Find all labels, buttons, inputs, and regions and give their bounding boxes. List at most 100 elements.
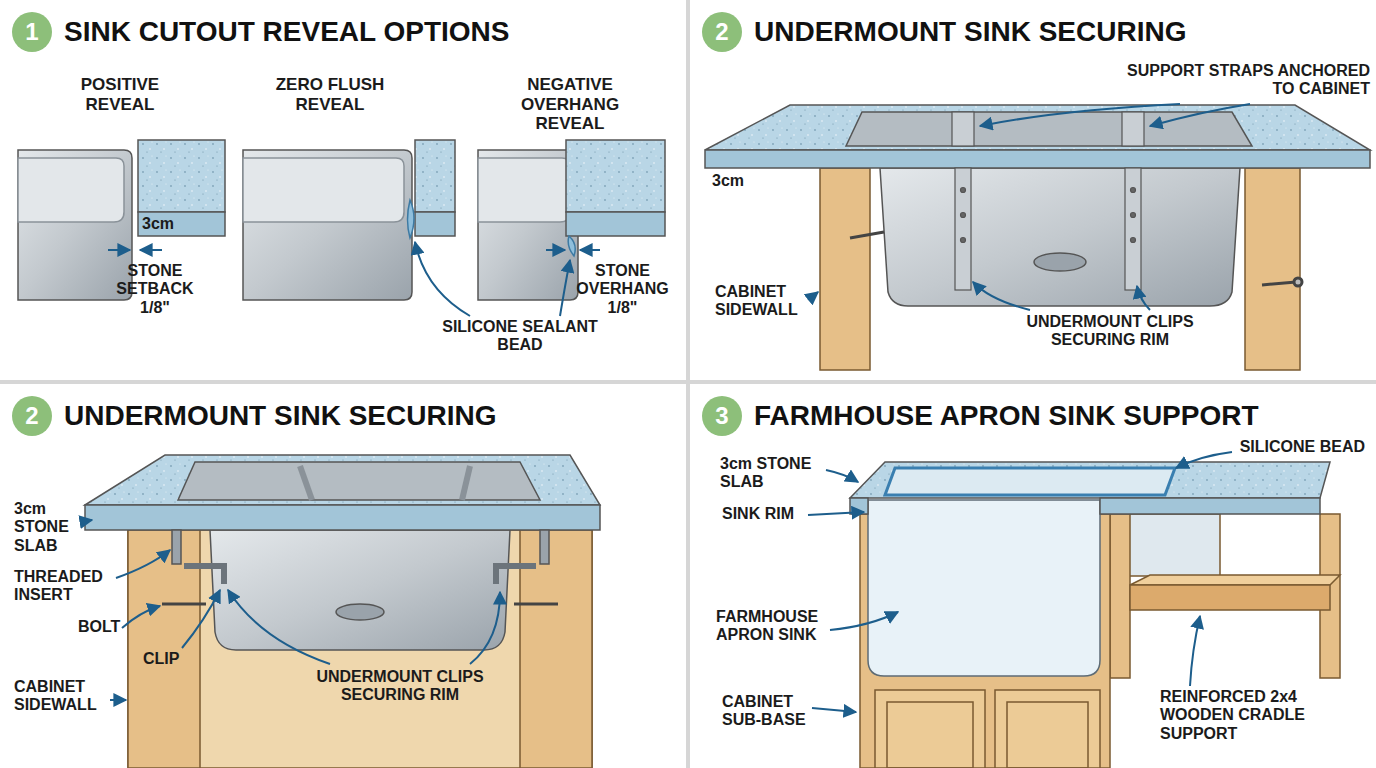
leader-lines-part (1176, 452, 1232, 468)
part-label: 3cm STONE SLAB (720, 455, 825, 492)
part-label: 3cm STONE SLAB (14, 500, 80, 555)
leader-lines-part (808, 512, 864, 515)
clips-and-bolts-part (162, 603, 206, 606)
part-label: BOLT (78, 618, 122, 636)
callout-number: 2 (12, 396, 52, 436)
cabinet-part (128, 530, 592, 768)
support-straps (952, 112, 1144, 290)
callout-number-text: 2 (12, 396, 52, 436)
part-label: ZERO FLUSH REVEAL (245, 75, 415, 114)
positive-reveal-section-part (18, 150, 132, 300)
leader-lines-part (1150, 104, 1250, 126)
clips-and-bolts (162, 466, 558, 604)
part-label: THREADED INSERT (14, 568, 124, 605)
leader-lines (808, 104, 1250, 310)
countertop-slab-part (85, 455, 600, 505)
clips-and-bolts-part (514, 603, 558, 606)
countertop-slab (705, 105, 1370, 168)
panel-grounds-part (690, 384, 1376, 768)
callout-number: 1 (12, 12, 52, 52)
support-straps-part (961, 188, 966, 193)
cradle-frame-part (1110, 514, 1130, 678)
leader-lines-part (470, 592, 500, 664)
callout-number: 2 (702, 12, 742, 52)
panel-heading: UNDERMOUNT SINK SECURING (64, 400, 496, 432)
screws (850, 232, 1302, 286)
part-label: NEGATIVE OVERHANG REVEAL (495, 75, 645, 134)
callout-number-text: 2 (702, 12, 742, 52)
zero-flush-section (243, 140, 455, 300)
countertop-slab-part (1100, 498, 1320, 514)
leader-lines (808, 452, 1232, 712)
undermount-sink-part (880, 168, 1240, 306)
leader-lines-part (228, 590, 330, 664)
callout-number: 3 (702, 396, 742, 436)
countertop-slab-part (885, 468, 1175, 495)
part-label: UNDERMOUNT CLIPS SECURING RIM (290, 668, 510, 705)
panel-heading: SINK CUTOUT REVEAL OPTIONS (64, 16, 509, 48)
negative-overhang-section-part (566, 140, 665, 212)
part-label: CABINET SUB-BASE (722, 693, 822, 730)
countertop-slab (850, 462, 1330, 514)
leader-lines-part (808, 292, 818, 300)
leader-lines-part (560, 260, 570, 316)
cabinet-walls-part (820, 168, 870, 370)
cabinet (128, 530, 592, 768)
farmhouse-sink (868, 500, 1100, 676)
countertop-slab-part (846, 112, 1252, 146)
cabinet-walls (820, 168, 1300, 370)
zero-flush-section-part (243, 158, 404, 222)
part-label: POSITIVE REVEAL (45, 75, 195, 114)
zero-flush-section-part (243, 150, 412, 300)
zero-flush-section-part (415, 212, 455, 236)
part-label: CLIP (143, 650, 187, 668)
negative-overhang-section-part (478, 150, 578, 300)
clips-and-bolts-part (462, 466, 470, 500)
leader-lines-part (830, 612, 898, 630)
leader-lines-part (80, 520, 92, 522)
leader-lines-part (140, 249, 162, 251)
support-straps-part (1131, 213, 1136, 218)
positive-reveal-section-part (18, 158, 124, 222)
panel-heading: FARMHOUSE APRON SINK SUPPORT (754, 400, 1259, 432)
leader-lines-part (122, 606, 160, 628)
support-straps-part (955, 168, 971, 290)
leader-lines-part (1137, 286, 1150, 310)
leader-lines-part (826, 470, 858, 482)
leader-lines-part (110, 699, 126, 701)
negative-overhang-section-part (568, 236, 575, 256)
cradle-frame-part (1130, 585, 1330, 610)
undermount-sink-part (210, 530, 510, 650)
panel-grounds-part (0, 0, 686, 380)
screws-part (1294, 278, 1302, 286)
undermount-sink-part (336, 604, 384, 620)
part-label: SILICONE BEAD (1180, 438, 1365, 456)
cabinet-sub-base-part (875, 690, 985, 768)
farmhouse-sink-part (868, 500, 1100, 676)
part-label: SUPPORT STRAPS ANCHORED TO CABINET (1120, 62, 1370, 99)
leader-lines-part (980, 104, 1180, 126)
panel-grounds-part (690, 0, 1376, 380)
countertop-slab-part (705, 105, 1370, 150)
part-label: STONE OVERHANG 1/8" (565, 262, 680, 317)
leader-lines-part (182, 590, 220, 648)
support-straps-part (1125, 168, 1141, 290)
panel-grounds-part (0, 384, 686, 768)
support-straps-part (1131, 188, 1136, 193)
part-label: SILICONE SEALANT BEAD (440, 318, 600, 355)
part-label: REINFORCED 2x4 WOODEN CRADLE SUPPORT (1160, 688, 1360, 743)
part-label: FARMHOUSE APRON SINK (716, 608, 841, 645)
undermount-sink-part (1034, 253, 1086, 271)
countertop-slab-part (850, 462, 1330, 498)
negative-overhang-section-part (566, 212, 665, 236)
leader-lines-part (580, 249, 600, 251)
leader-lines-part (108, 249, 130, 251)
cradle-frame-part (1130, 575, 1340, 585)
support-straps-part (961, 213, 966, 218)
positive-reveal-section-part (138, 212, 225, 236)
leader-lines-part (812, 708, 856, 712)
support-straps-part (1131, 238, 1136, 243)
support-straps-part (1122, 112, 1144, 146)
countertop-slab-part (705, 150, 1370, 168)
